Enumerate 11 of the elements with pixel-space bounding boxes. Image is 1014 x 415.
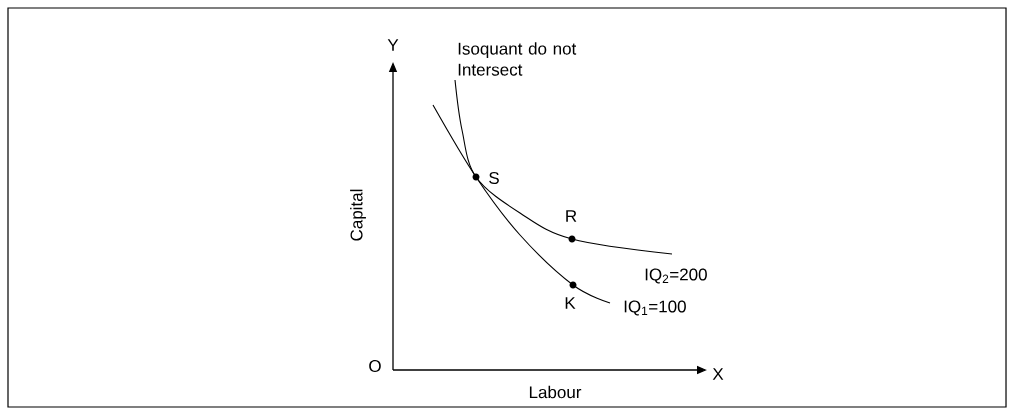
axis-label: Capital xyxy=(350,189,366,241)
point-label: K xyxy=(565,297,576,309)
curve-label: IQ$_{2}$=200 xyxy=(645,268,707,284)
title: Isoquant do not Intersect xyxy=(458,42,577,76)
point-label: R xyxy=(566,210,577,222)
axis-label: X xyxy=(712,368,724,380)
origin-label: O xyxy=(369,360,381,373)
curve-label: IQ$_{1}$=100 xyxy=(624,300,686,316)
point-label: S xyxy=(489,172,499,185)
axis-label: Y xyxy=(387,39,399,51)
axis-label: Labour xyxy=(529,385,582,399)
